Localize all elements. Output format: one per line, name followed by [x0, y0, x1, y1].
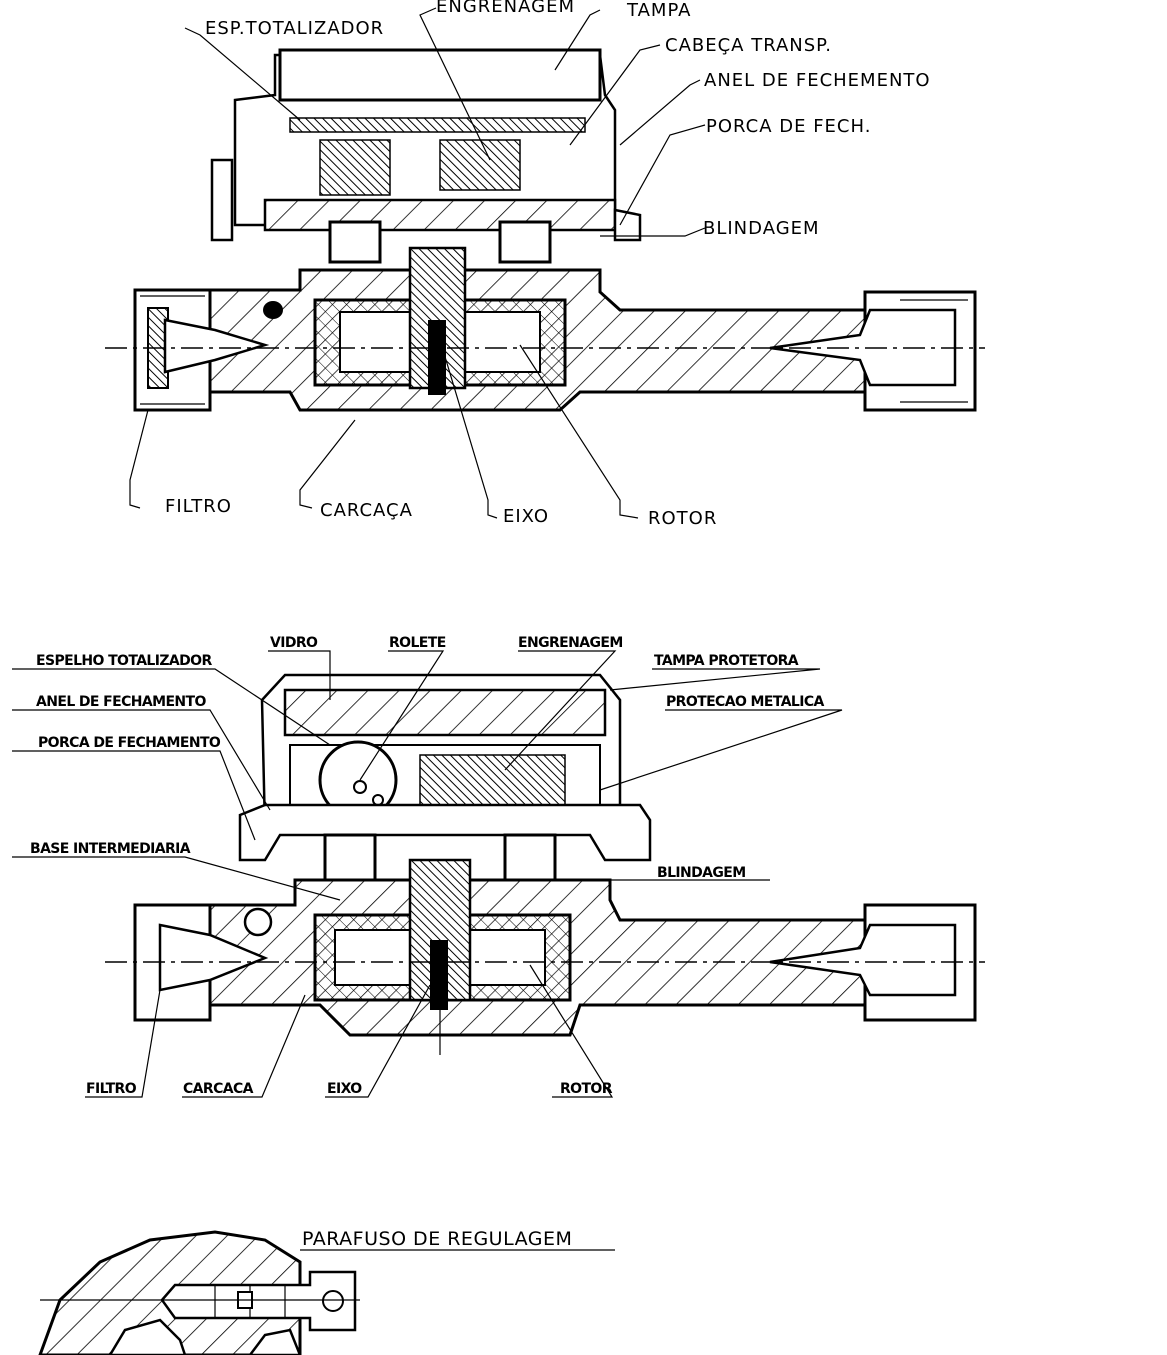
- label-rolete: ROLETE: [389, 635, 446, 651]
- magnet-right-middle: [503, 833, 557, 882]
- label-engrenagem-top: ENGRENAGEM: [436, 0, 575, 17]
- magnet-left-top: [328, 220, 382, 264]
- label-porca-fechamento: PORCA DE FECHAMENTO: [38, 735, 221, 751]
- label-protecao-metalica: PROTECAO METALICA: [666, 694, 825, 710]
- label-tampa: TAMPA: [626, 0, 691, 21]
- label-base-intermediaria: BASE INTERMEDIARIA: [30, 841, 191, 857]
- magnet-left-middle: [323, 833, 377, 882]
- label-anel-fechamento: ANEL DE FECHAMENTO: [36, 694, 206, 710]
- label-rotor-top: ROTOR: [648, 508, 717, 529]
- label-espelho-totalizador: ESPELHO TOTALIZADOR: [36, 653, 212, 669]
- label-eixo-middle: EIXO: [327, 1081, 362, 1097]
- labels-top: ESP.TOTALIZADOR ENGRENAGEM TAMPA CABEÇA …: [165, 0, 931, 529]
- label-engrenagem-middle: ENGRENAGEM: [518, 635, 623, 651]
- parafuso-regulagem-screw: [160, 1270, 357, 1332]
- leaders-middle: [12, 650, 843, 1098]
- labels-bottom: PARAFUSO DE REGULAGEM: [302, 1228, 572, 1250]
- label-cabeca-transp: CABEÇA TRANSP.: [665, 35, 832, 56]
- labels-middle: ESPELHO TOTALIZADOR VIDRO ROLETE ENGRENA…: [30, 635, 825, 1097]
- meter-diagram-top: [105, 48, 985, 412]
- label-esp-totalizador: ESP.TOTALIZADOR: [205, 18, 384, 39]
- leaders-top: [129, 7, 706, 519]
- label-blindagem-top: BLINDAGEM: [703, 218, 820, 239]
- label-carcaca-top: CARCAÇA: [320, 500, 413, 521]
- label-tampa-protetora: TAMPA PROTETORA: [654, 653, 799, 669]
- label-carcaca-middle: CARCACA: [183, 1081, 254, 1097]
- label-filtro-top: FILTRO: [165, 496, 232, 517]
- meter-diagram-middle: [105, 673, 985, 1055]
- label-eixo-top: EIXO: [503, 506, 549, 527]
- label-parafuso-regulagem: PARAFUSO DE REGULAGEM: [302, 1228, 572, 1250]
- label-filtro-middle: FILTRO: [86, 1081, 137, 1097]
- meter-diagram-bottom: [38, 1230, 615, 1355]
- label-porca-fech: PORCA DE FECH.: [706, 116, 871, 137]
- eixo-shaft-middle: [408, 858, 472, 1002]
- magnet-right-top: [498, 220, 552, 264]
- label-vidro: VIDRO: [270, 635, 318, 651]
- label-anel-fechemento: ANEL DE FECHEMENTO: [704, 70, 931, 91]
- label-blindagem-middle: BLINDAGEM: [657, 865, 746, 881]
- label-rotor-middle: ROTOR: [560, 1081, 613, 1097]
